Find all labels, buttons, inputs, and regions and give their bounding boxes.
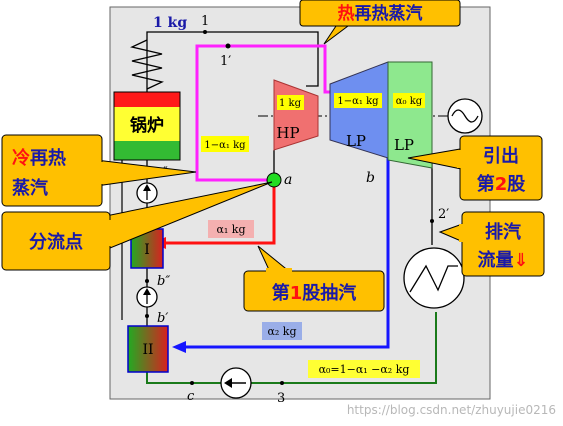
generator-sine-icon xyxy=(451,109,479,123)
svg-text:热再热蒸汽: 热再热蒸汽 xyxy=(338,3,423,24)
state-b-label: b xyxy=(366,170,375,186)
extract1-mass-tag xyxy=(208,220,254,238)
extract2-mass-tag xyxy=(262,322,302,340)
lp2-turbine xyxy=(387,61,433,169)
reheat-branch-label: 1−α₁ kg xyxy=(204,140,246,151)
callout-hot-reheat: 热再热蒸汽 xyxy=(299,0,461,45)
callout-split-label: 分流点 xyxy=(29,231,83,253)
condensate-line xyxy=(146,312,437,384)
condenser-coil-icon xyxy=(409,264,458,293)
state-1-dot xyxy=(203,30,207,34)
state-3-label: 3 xyxy=(277,391,285,406)
callout-ext1-num: 1 xyxy=(290,283,303,304)
callout-split-point: 分流点 xyxy=(1,181,273,271)
callout-exhaust-line1: 排汽 xyxy=(485,221,521,243)
main-steam-line xyxy=(146,31,319,92)
svg-text:流量⇓: 流量⇓ xyxy=(477,249,528,271)
callout-hot-rest: 再热蒸汽 xyxy=(355,3,423,24)
callout-ext1-post: 股抽汽 xyxy=(301,282,356,304)
svg-text:第2股: 第2股 xyxy=(477,173,527,195)
state-1p-label: 1′ xyxy=(220,54,231,69)
lp2-inlet-tag xyxy=(393,93,425,108)
reheat-line xyxy=(195,44,330,182)
svg-text:冷再热: 冷再热 xyxy=(12,147,66,169)
callout-exhaust: 排汽 流量⇓ xyxy=(438,211,545,277)
callout-ext2-num: 2 xyxy=(495,174,508,195)
boiler-label: 锅炉 xyxy=(130,115,164,136)
heater-2 xyxy=(127,325,169,373)
state-a-label: a xyxy=(284,172,292,188)
state-bp-label: b′ xyxy=(157,311,168,326)
lp-inlet-label: 1−α₁ kg xyxy=(337,96,379,107)
heater-2-label: II xyxy=(142,342,153,358)
callout-ext2-post: 股 xyxy=(506,174,526,195)
watermark: https://blog.csdn.net/zhuyujie0216 xyxy=(347,403,556,417)
extraction-2-line xyxy=(184,155,390,349)
lp2-inlet-label: α₀ kg xyxy=(396,96,423,107)
split-point-node xyxy=(266,172,282,188)
pump-1 xyxy=(136,182,158,204)
callout-ext1-pre: 第 xyxy=(272,282,290,304)
hp-inlet-tag xyxy=(277,95,304,110)
extract2-mass-label: α₂ kg xyxy=(267,325,296,338)
lp-label: LP xyxy=(346,132,366,150)
extraction-1-line xyxy=(164,182,276,245)
state-b2-dot xyxy=(145,279,149,283)
boiler xyxy=(113,91,181,161)
callout-ext2-line1: 引出 xyxy=(483,145,519,167)
pump-2 xyxy=(136,286,158,308)
pump-3 xyxy=(220,367,252,399)
callout-exhaust-line2: 流量 xyxy=(477,249,513,271)
hp-inlet-label: 1 kg xyxy=(279,98,302,109)
condenser xyxy=(403,247,465,309)
state-c-dot xyxy=(190,381,194,385)
state-3-dot xyxy=(280,381,284,385)
condensate-mass-tag xyxy=(308,360,420,378)
callout-cold-prefix: 冷 xyxy=(12,147,30,169)
state-2p-dot xyxy=(430,219,434,223)
callout-extraction-1: 第1股抽汽 xyxy=(243,245,385,312)
boiler-coil xyxy=(130,39,164,90)
hp-label: HP xyxy=(276,124,299,142)
condensate-mass-label: α₀=1−α₁ −α₂ kg xyxy=(319,363,410,376)
callout-cold-line1: 再热 xyxy=(30,147,66,169)
state-b2-label: b″ xyxy=(157,274,170,289)
mass-1kg-label: 1 kg xyxy=(153,15,187,31)
extract1-mass-label: α₁ kg xyxy=(216,223,245,236)
extraction-2-arrow xyxy=(172,341,186,353)
callout-cold-line2: 蒸汽 xyxy=(12,177,48,199)
state-c-label: c xyxy=(187,389,195,404)
callout-hot-prefix: 热 xyxy=(338,3,355,24)
callout-ext2-pre: 第 xyxy=(477,173,495,195)
state-bp-dot xyxy=(145,314,149,318)
svg-text:第1股抽汽: 第1股抽汽 xyxy=(272,282,357,304)
lp-inlet-tag xyxy=(334,93,382,108)
lp2-label: LP xyxy=(394,136,414,154)
callout-cold-reheat: 冷再热 蒸汽 xyxy=(1,134,197,207)
state-1-label: 1 xyxy=(201,14,209,29)
state-2p-label: 2′ xyxy=(438,207,449,222)
heater-1-label: I xyxy=(144,242,150,258)
callout-exhaust-arrow-icon: ⇓ xyxy=(513,250,528,271)
callout-extraction-2: 引出 第2股 xyxy=(407,135,543,201)
reheat-branch-tag xyxy=(201,136,249,152)
state-1p-dot xyxy=(225,43,231,49)
